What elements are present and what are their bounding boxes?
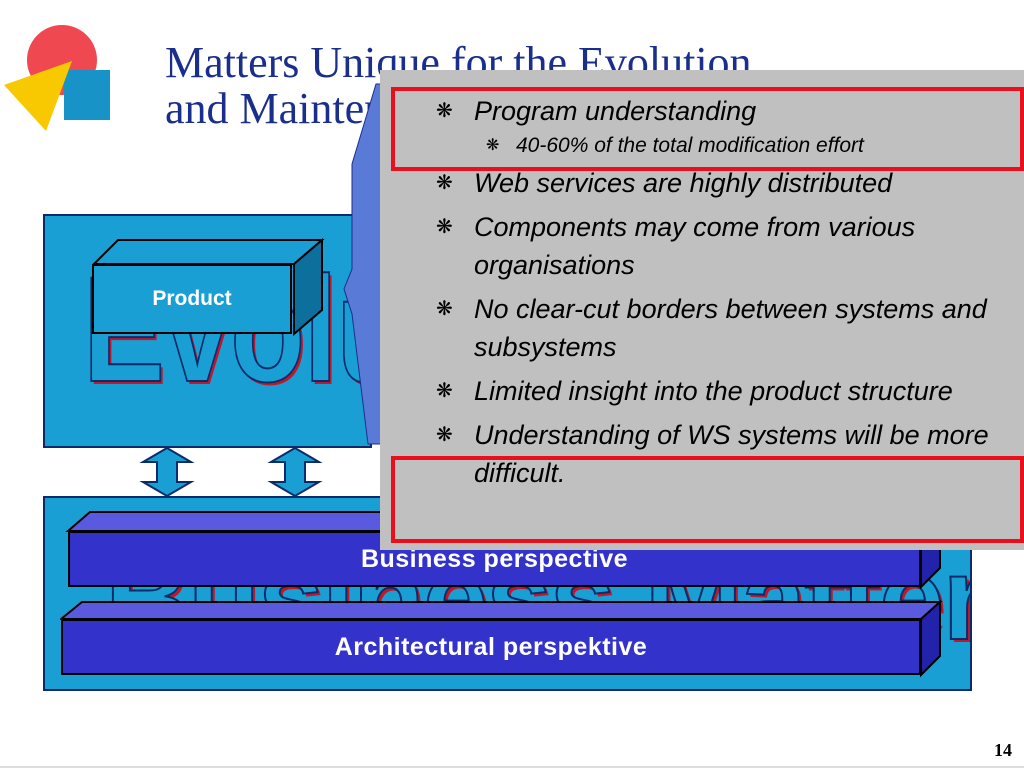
double-arrow-icon: [139, 446, 195, 498]
page-number: 14: [994, 740, 1012, 760]
footer-divider: [0, 766, 1024, 768]
architectural-perspective-bar: Architectural perspektive: [61, 619, 921, 675]
callout-body: [380, 70, 1024, 550]
product-box-3d: [91, 237, 325, 337]
logo-square: [64, 70, 110, 120]
bullet-text: No clear-cut borders between systems and…: [474, 294, 987, 362]
bullet-text: Web services are highly distributed: [474, 168, 893, 198]
bullet-icon: ❋: [436, 172, 453, 194]
bullet-item: ❋ Web services are highly distributed: [430, 164, 1020, 202]
double-arrows: [139, 446, 323, 498]
bullet-item: ❋ Understanding of WS systems will be mor…: [430, 416, 1020, 492]
bullet-icon: ❋: [436, 380, 453, 402]
bullet-text: 40-60% of the total modification effort: [516, 134, 864, 157]
bullet-text: Components may come from various organis…: [474, 212, 916, 280]
bullet-icon: ❋: [436, 216, 453, 238]
bullet-icon: ❋: [436, 100, 453, 122]
bullet-item: ❋ Limited insight into the product struct…: [430, 372, 1020, 410]
bullet-icon: ❋: [486, 137, 500, 154]
bullet-item: ❋ Program understanding: [430, 92, 1020, 130]
highlight-box-bottom: [391, 456, 1024, 543]
callout-bullet-list: ❋ Program understanding ❋ 40-60% of the to…: [430, 92, 1020, 492]
logo-triangle: [4, 61, 72, 131]
sub-bullet-item: ❋ 40-60% of the total modification effort: [430, 130, 1020, 162]
bullet-text: Program understanding: [474, 96, 757, 126]
bullet-text: Limited insight into the product structu…: [474, 376, 953, 406]
bullet-item: ❋ No clear-cut borders between systems an…: [430, 290, 1020, 366]
bullet-icon: ❋: [436, 424, 453, 446]
highlight-box-top: [391, 87, 1024, 171]
product-box: Product: [92, 264, 292, 334]
bullet-item: ❋ Components may come from various organi…: [430, 208, 1020, 284]
double-arrow-icon: [267, 446, 323, 498]
bullet-icon: ❋: [436, 298, 453, 320]
bullet-text: Understanding of WS systems will be more…: [474, 420, 989, 488]
